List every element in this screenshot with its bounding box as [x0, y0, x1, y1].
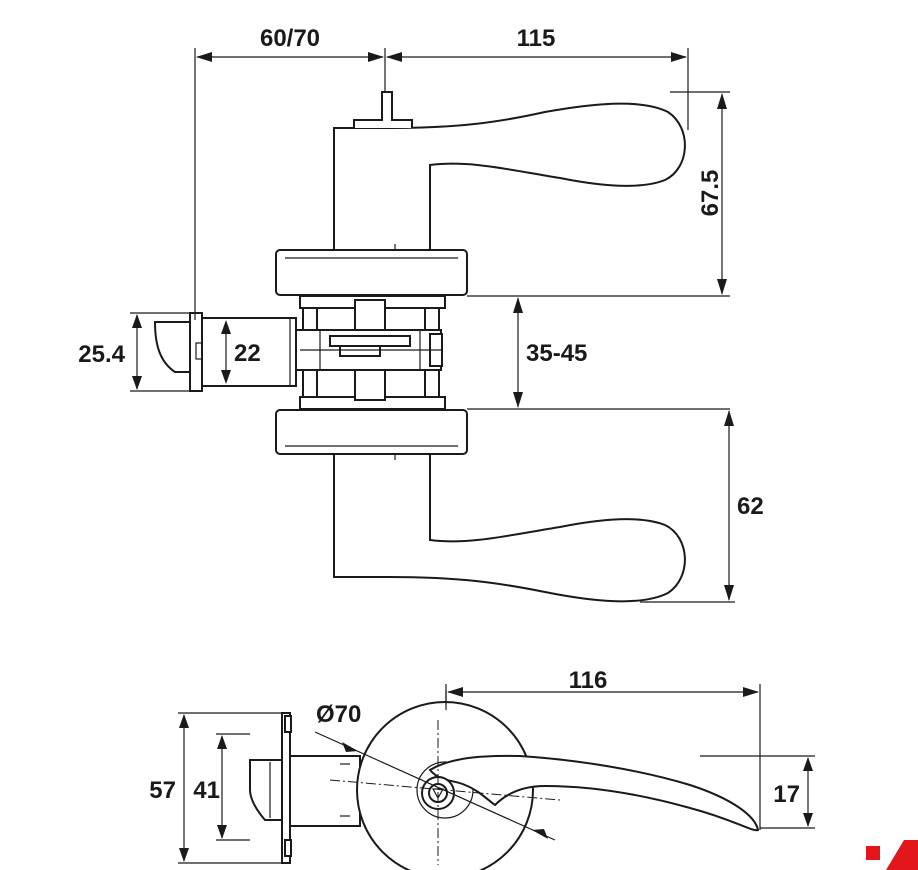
front-lever [428, 754, 760, 832]
lower-lever [333, 453, 686, 603]
side-view: 60/70 115 67.5 35-45 [78, 25, 764, 603]
dim-latch-face: 25.4 [78, 312, 190, 392]
dim-lever-projection: 116 [445, 667, 761, 830]
dim-rose-diameter-label: Ø70 [316, 701, 361, 728]
dim-lower-height-label: 62 [737, 493, 764, 520]
dim-backset-label: 60/70 [260, 25, 320, 52]
brand-mark [866, 840, 918, 870]
dim-lower-height: 62 [640, 410, 764, 603]
dim-lever-width-label: 17 [773, 781, 800, 808]
front-view: Ø70 116 17 57 [149, 667, 815, 870]
dim-backset: 60/70 [194, 25, 386, 320]
latch-assembly [153, 312, 297, 392]
dim-upper-height: 67.5 [467, 91, 730, 297]
dim-upper-height-label: 67.5 [697, 170, 724, 217]
dim-lever-length: 115 [386, 25, 689, 130]
front-latch [249, 712, 361, 864]
upper-rose [275, 249, 468, 296]
dim-faceplate-height: 57 [149, 712, 282, 864]
dim-faceplate-height-label: 57 [149, 777, 176, 804]
lock-chassis [295, 295, 446, 410]
dim-lever-width: 17 [700, 755, 815, 829]
dim-latch-height-label: 41 [193, 777, 220, 804]
upper-lever [333, 91, 686, 251]
dim-door-thickness-label: 35-45 [526, 340, 587, 367]
dim-door-thickness: 35-45 [467, 297, 730, 410]
dim-lever-projection-label: 116 [569, 667, 608, 694]
dim-lever-length-label: 115 [517, 25, 556, 52]
dim-latch-bolt: 22 [221, 320, 261, 384]
dim-latch-height: 41 [193, 733, 250, 841]
lower-rose [275, 409, 468, 455]
dim-latch-bolt-label: 22 [234, 340, 261, 367]
dim-rose-diameter: Ø70 [314, 701, 556, 841]
dim-latch-face-label: 25.4 [78, 341, 125, 368]
